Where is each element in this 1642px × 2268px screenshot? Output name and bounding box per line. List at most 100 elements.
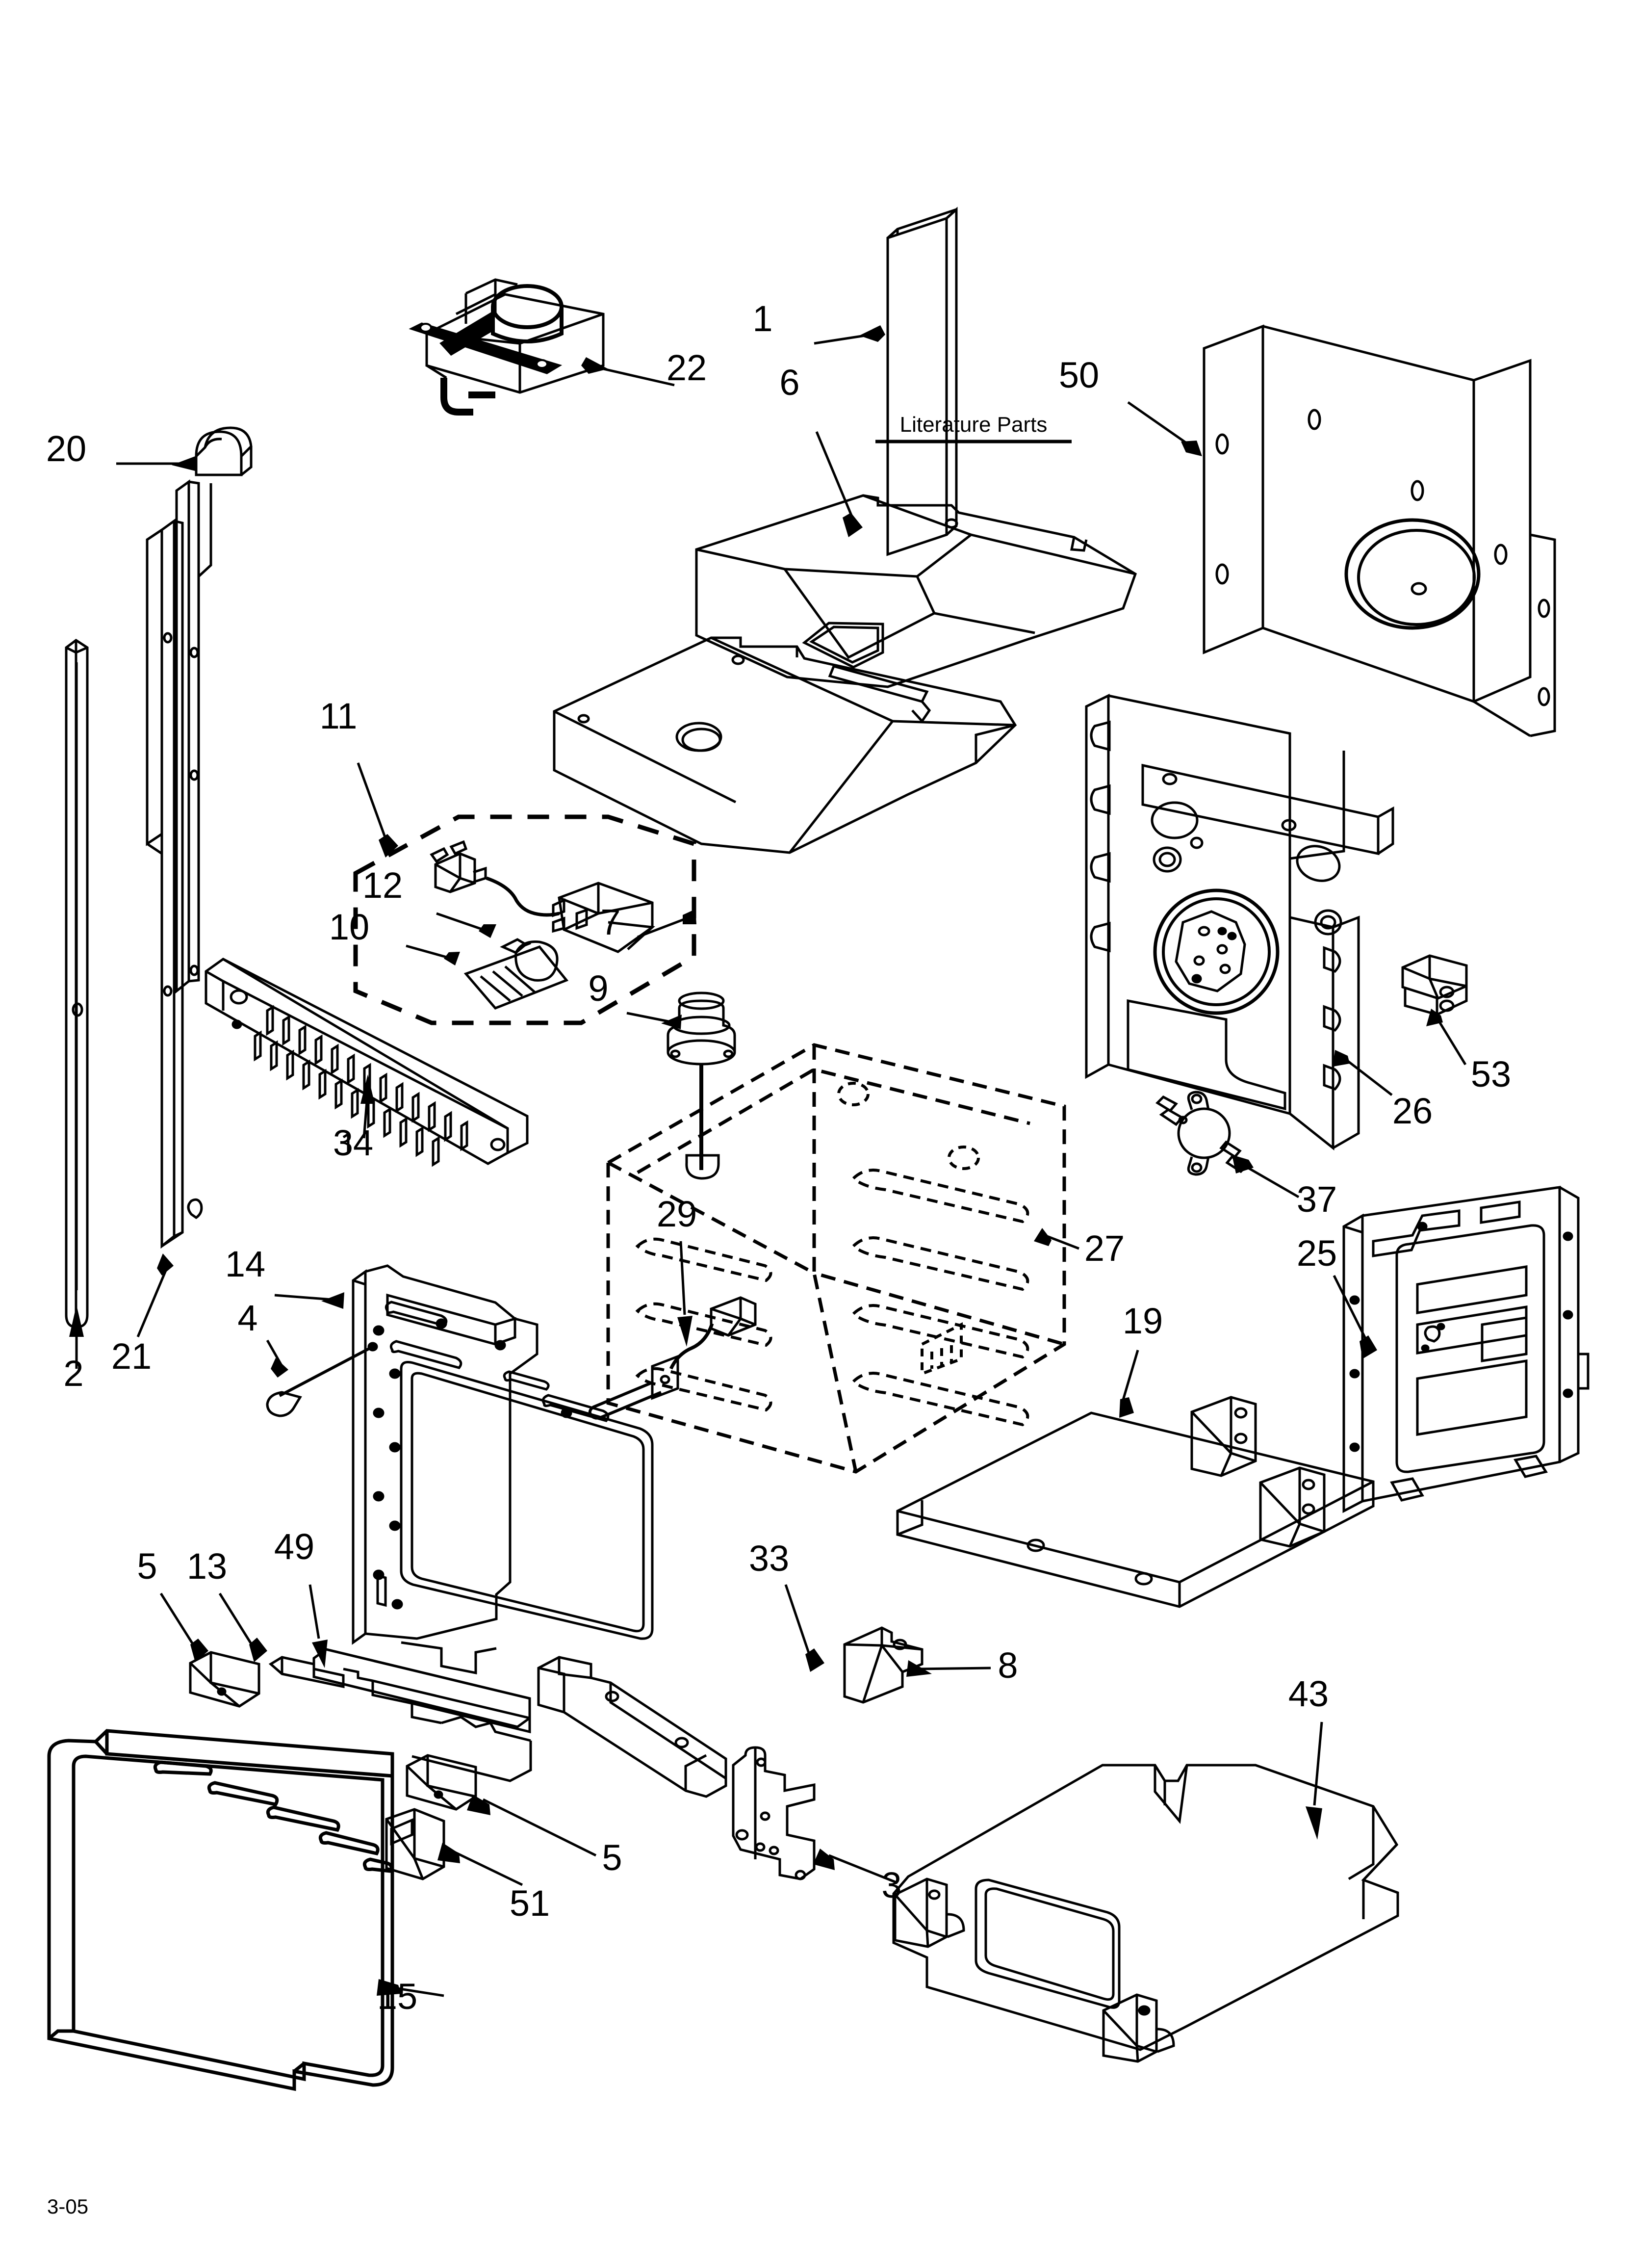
part-4-hinge-pin-screw [266,1342,378,1417]
arrowhead-20 [172,456,195,471]
part-12-oven-light-bulb [500,938,559,982]
callout-5-lower: 5 [602,1837,622,1878]
callout-1: 1 [752,298,772,339]
callout-49: 49 [274,1526,314,1567]
callout-6: 6 [779,362,799,403]
section-heading: Literature Parts [900,413,1048,437]
part-1-literature-packet [886,207,958,556]
callout-34: 34 [333,1122,373,1163]
leader-25 [1333,1275,1370,1345]
callout-29: 29 [657,1194,697,1234]
arrowhead-25 [1360,1335,1377,1359]
arrowhead-2 [69,1305,84,1337]
leader-7 [637,916,690,938]
callout-43: 43 [1288,1673,1329,1714]
callout-20: 20 [46,428,86,469]
part-13-insulation-retainer [268,1656,345,1689]
arrowhead-26 [1333,1050,1350,1067]
oven-cavity-detail [837,1082,980,1376]
callout-14: 14 [225,1244,265,1284]
arrowhead-5-lower [467,1795,490,1815]
part-21-front-trim-rail [146,479,212,1249]
arrowhead-14 [321,1292,344,1309]
leader-8 [916,1667,991,1670]
part-7-top-panel [553,636,1017,854]
part-8-mounting-clip-bracket [843,1626,924,1704]
leader-5-upper [159,1592,198,1650]
callout-12: 12 [362,865,403,906]
leader-26 [1342,1056,1393,1096]
leader-6 [815,431,855,521]
arrowhead-43 [1306,1806,1322,1840]
callout-25: 25 [1297,1233,1337,1274]
leader-34 [362,1101,368,1139]
part-19-bottom-shelf-plate [896,1396,1375,1608]
leader-37 [1240,1162,1300,1199]
arrowhead-11 [379,834,398,858]
leader-49 [308,1584,320,1639]
arrowhead-21 [157,1253,174,1276]
part-53-wire-clip [1401,954,1468,1016]
leader-51 [450,1849,523,1886]
part-33-support-channel [537,1656,727,1798]
callout-51: 51 [510,1883,550,1924]
part-34-vent-grille [205,958,529,1167]
part-light-switch [430,840,487,893]
arrowhead-7 [683,909,696,924]
part-43-base-pan [892,1764,1399,2063]
leader-43 [1313,1721,1323,1806]
callout-26: 26 [1392,1091,1433,1131]
light-wire [486,876,560,917]
arrowhead-8 [906,1660,932,1677]
arrowhead-9 [661,1015,682,1029]
callout-22: 22 [667,347,707,388]
arrowhead-22 [581,357,608,374]
page-code: 3-05 [47,2195,88,2218]
part-5-spacer-block-upper [189,1651,260,1708]
callout-labels: 1 22 6 50 20 11 12 10 7 9 34 53 26 29 27… [46,298,1511,2017]
arrowhead-29 [677,1316,693,1347]
arrowhead-33 [805,1648,824,1672]
part-10-oven-light-lens [463,945,569,1010]
callout-13: 13 [187,1546,227,1587]
leader-5-lower [482,1798,597,1857]
callout-9: 9 [588,968,608,1009]
callout-3: 3 [881,1865,901,1905]
arrowhead-34 [360,1074,375,1104]
callout-27: 27 [1084,1228,1125,1269]
callout-8: 8 [998,1645,1018,1686]
callout-5-upper: 5 [137,1546,157,1587]
leader-19 [1121,1350,1139,1404]
arrowhead-4 [271,1358,288,1378]
part-22-door-latch-motor-assembly [409,278,605,416]
callout-7: 7 [600,902,620,942]
arrowhead-50 [1181,441,1202,456]
part-27-oven-cavity-liner [606,1043,1066,1474]
arrowhead-13 [249,1638,267,1662]
callout-50: 50 [1059,355,1099,395]
arrowhead-3 [813,1849,835,1870]
arrowhead-19 [1119,1397,1134,1418]
arrowhead-1 [859,325,885,342]
arrowhead-49 [312,1640,328,1668]
part-9-vent-tube-thermostat [667,991,736,1180]
arrowhead-10 [444,952,460,965]
arrowhead-51 [437,1843,460,1863]
leader-11 [357,762,389,844]
callout-11: 11 [320,696,358,736]
part-26-rear-mounting-bracket [1085,693,1394,1151]
arrowhead-53 [1426,1009,1443,1026]
part-25-rear-access-cover [1342,1186,1590,1513]
arrowhead-37 [1232,1155,1254,1173]
callout-21: 21 [111,1336,152,1377]
callout-19: 19 [1123,1301,1163,1341]
callout-37: 37 [1297,1179,1337,1220]
leader-33 [784,1584,812,1658]
leader-50 [1127,401,1194,449]
part-11-light-assembly-group [353,814,696,1025]
leader-3 [828,1854,898,1884]
arrowhead-12 [479,924,496,938]
callout-2: 2 [63,1353,83,1394]
